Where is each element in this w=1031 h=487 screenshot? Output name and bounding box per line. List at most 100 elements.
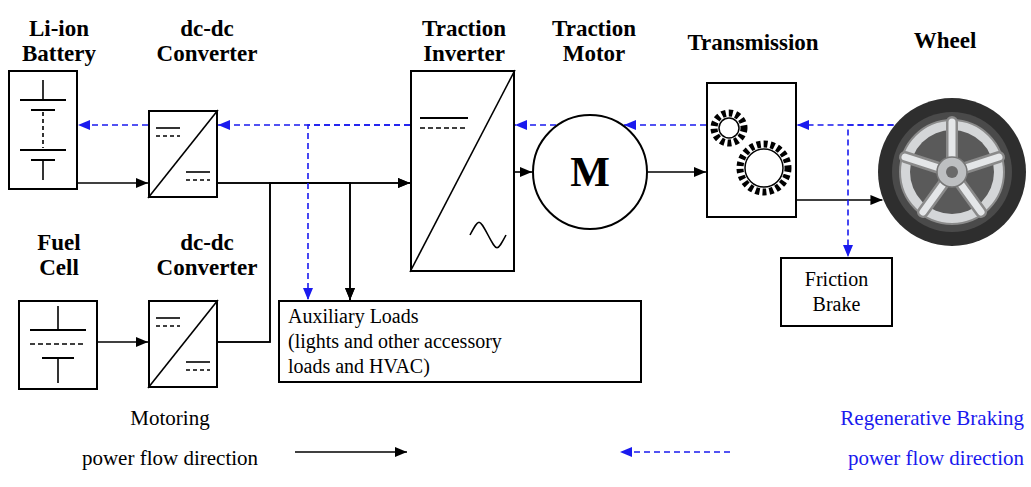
battery-plate (20, 149, 66, 151)
spoke (923, 183, 944, 212)
battery-lead (42, 160, 44, 180)
component-heading: Traction Motor (539, 16, 649, 67)
legend-label: Motoring power flow direction (70, 398, 270, 478)
dc-mark (186, 171, 210, 173)
auxiliary-loads-box: Auxiliary Loads (lights and other access… (278, 300, 642, 383)
motoring-power-arrow (648, 171, 706, 173)
battery-dashed-link (42, 112, 44, 148)
converter-box: dc-dc Converter (148, 300, 218, 388)
gear-teeth (714, 113, 744, 143)
spoke (905, 157, 939, 168)
inverter-symbol (410, 70, 515, 272)
motoring-power-arrow (797, 199, 882, 201)
tire-sidewall (892, 112, 1012, 232)
spoke (905, 157, 939, 168)
gear-body (719, 118, 739, 138)
spoke (960, 183, 981, 212)
dc-dc-symbol (148, 110, 218, 198)
battery-plate (31, 109, 55, 111)
component-heading: dc-dc Converter (142, 230, 272, 281)
dc-mark (156, 135, 180, 137)
text-holder: Auxiliary Loads (lights and other access… (288, 304, 528, 379)
component-heading: dc-dc Converter (142, 16, 272, 67)
cell-plate (30, 343, 86, 345)
dc-mark (420, 117, 468, 119)
rim (900, 120, 1004, 224)
spoke (946, 122, 958, 158)
legend-dashed-arrow (620, 451, 730, 453)
text-holder: Friction Brake (791, 267, 883, 317)
battery-box: Li-ion Battery (8, 70, 78, 190)
battery-lead (42, 80, 44, 100)
legend-regenerative: Regenerative Braking power flow directio… (824, 398, 1024, 478)
spoke (965, 157, 999, 168)
gear-teeth (740, 144, 788, 192)
heading-holder: Traction Inverter (409, 16, 519, 67)
gear-symbol (714, 113, 788, 192)
heading-holder: dc-dc Converter (142, 230, 272, 281)
ac-sine-mark (470, 222, 506, 248)
cell-lead (57, 306, 59, 330)
box-label: Friction Brake (791, 267, 883, 317)
battery-plate (20, 99, 66, 101)
component-heading: Li-ion Battery (4, 16, 114, 67)
wrap-spacer (215, 398, 270, 438)
hub-cap (946, 166, 958, 178)
wheel-picture (878, 98, 1026, 246)
legend-label: Regenerative Braking power flow directio… (824, 398, 1024, 478)
spoke (960, 183, 981, 212)
motor-circle: Traction MotorM (532, 114, 648, 230)
heading-holder: Traction Motor (539, 16, 649, 67)
converter-diagonal (148, 300, 218, 388)
regen-power-arrow (624, 124, 706, 126)
motoring-power-arrow (78, 182, 148, 184)
fuel-cell-box: Fuel Cell (18, 300, 98, 390)
motoring-power-arrow (98, 341, 148, 343)
dc-dc-symbol (148, 300, 218, 388)
inverter-box: Traction Inverter (410, 70, 515, 272)
component-heading: Transmission (673, 30, 833, 55)
motoring-power-arrow (218, 183, 350, 300)
component-heading: Traction Inverter (409, 16, 519, 67)
heading-holder: Wheel (895, 28, 995, 53)
regen-power-arrow (308, 125, 410, 300)
dc-mark (156, 325, 180, 327)
heading-holder: Li-ion Battery (4, 16, 114, 67)
component-heading: Fuel Cell (27, 230, 91, 281)
component-heading: Wheel (895, 28, 995, 53)
tire (878, 98, 1026, 246)
regen-power-arrow (515, 124, 556, 126)
spokes (905, 122, 999, 212)
dc-mark (186, 179, 210, 181)
converter-diagonal (148, 110, 218, 198)
battery-symbol (20, 80, 66, 180)
wrap-spacer (70, 398, 125, 438)
converter-box: dc-dc Converter (148, 110, 218, 198)
dc-mark (156, 317, 180, 319)
wheel-node: Wheel (877, 97, 1027, 247)
spoke (965, 157, 999, 168)
heading-holder: dc-dc Converter (142, 16, 272, 67)
dc-mark (186, 361, 210, 363)
wrap-spacer (448, 304, 528, 329)
heading-holder: Fuel Cell (27, 230, 91, 281)
cell-lead (57, 358, 59, 383)
motoring-power-arrow (515, 171, 532, 173)
dc-mark (420, 127, 468, 129)
transmission-box: Transmission (706, 82, 797, 218)
spoke (949, 122, 956, 158)
gear-body (745, 149, 783, 187)
friction-brake-box: Friction Brake (780, 257, 893, 327)
dc-mark (186, 369, 210, 371)
regen-power-arrow (78, 124, 148, 126)
heading-holder: Transmission (673, 30, 833, 55)
fuel-cell-symbol (30, 306, 86, 383)
box-label: Auxiliary Loads (lights and other access… (288, 304, 528, 379)
inverter-diagonal (410, 70, 515, 272)
hub (937, 157, 967, 187)
legend-solid-arrow (295, 451, 407, 453)
dc-mark (156, 127, 180, 129)
regen-power-arrow (848, 125, 894, 257)
legend-motoring: Motoring power flow direction (70, 398, 270, 478)
